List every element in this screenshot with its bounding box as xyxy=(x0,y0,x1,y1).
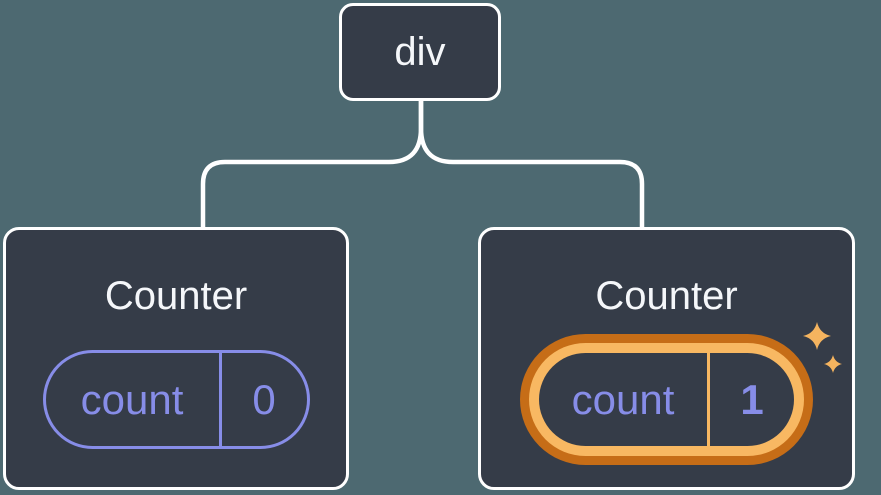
state-key-label: count xyxy=(571,375,675,423)
connector-right-branch xyxy=(418,101,645,229)
state-pill-highlight-ring-inner: count 1 xyxy=(529,343,804,456)
root-node-label: div xyxy=(394,29,446,74)
state-value: 0 xyxy=(252,375,276,423)
state-value: 1 xyxy=(740,375,764,423)
sparkles-icon xyxy=(803,322,842,373)
state-pill: count 0 xyxy=(42,350,310,449)
state-key-label: count xyxy=(80,375,184,423)
sparkle-large xyxy=(803,322,831,350)
root-node: div xyxy=(339,3,501,101)
connector-left-branch xyxy=(200,101,424,229)
counter-card-right: Counter count 1 xyxy=(478,227,855,490)
counter-card-left: Counter count 0 xyxy=(3,227,349,490)
component-title: Counter xyxy=(104,274,248,318)
pill-divider xyxy=(707,353,710,446)
component-title: Counter xyxy=(595,274,738,318)
state-pill-highlighted: count 1 xyxy=(539,353,794,446)
sparkle-small xyxy=(824,355,842,373)
pill-divider xyxy=(218,353,222,446)
state-pill-highlight-ring: count 1 xyxy=(520,334,813,465)
